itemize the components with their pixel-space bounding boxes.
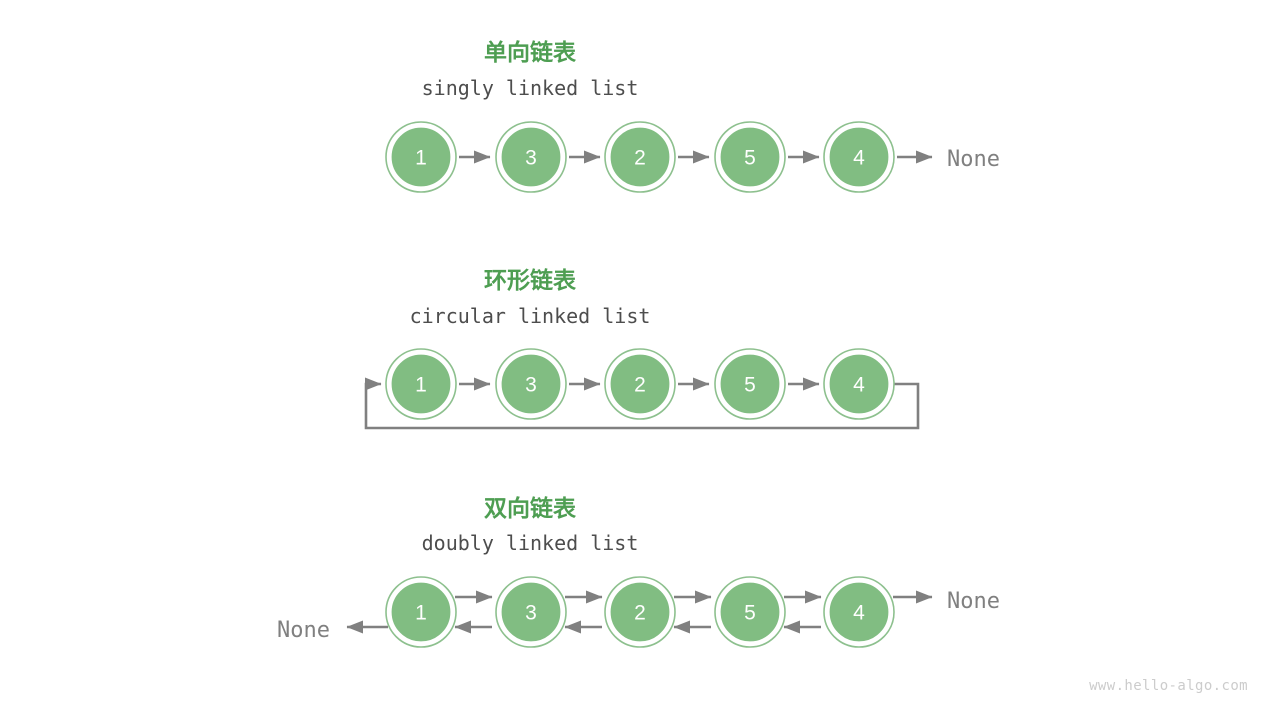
watermark: www.hello-algo.com [1089,678,1248,694]
node-value: 5 [744,147,756,170]
section-title-cn-singly: 单向链表 [484,39,577,66]
node-value: 4 [853,147,865,170]
node: 5 [714,348,786,420]
node: 4 [823,348,895,420]
section-circular: 环形链表 circular linked list 1 3 2 [364,267,920,430]
node: 4 [823,576,895,648]
section-title-cn-circular: 环形链表 [484,267,577,294]
node: 4 [823,121,895,193]
node-value: 5 [744,374,756,397]
node-value: 4 [853,374,865,397]
section-title-en-doubly: doubly linked list [422,531,639,555]
node: 1 [385,576,457,648]
head-none-label: None [277,618,330,643]
node: 2 [604,121,676,193]
node-value: 1 [415,602,427,625]
node: 5 [714,576,786,648]
node-value: 4 [853,602,865,625]
node-value: 2 [634,602,646,625]
circular-loop-arrow [364,377,920,430]
node-value: 2 [634,374,646,397]
tail-none-label: None [947,147,1000,172]
node: 5 [714,121,786,193]
node: 3 [495,121,567,193]
section-doubly: 双向链表 doubly linked list 1 3 [277,495,1000,648]
node-value: 1 [415,147,427,170]
node-value: 5 [744,602,756,625]
section-singly: 单向链表 singly linked list 1 3 2 [385,39,1000,193]
node-value: 2 [634,147,646,170]
node-value: 1 [415,374,427,397]
section-title-cn-doubly: 双向链表 [484,495,577,522]
tail-none-label: None [947,589,1000,614]
node: 1 [385,121,457,193]
node: 3 [495,348,567,420]
node-value: 3 [525,374,537,397]
node: 1 [385,348,457,420]
node-value: 3 [525,602,537,625]
node: 2 [604,576,676,648]
node: 3 [495,576,567,648]
node-value: 3 [525,147,537,170]
section-title-en-singly: singly linked list [422,76,639,100]
section-title-en-circular: circular linked list [410,304,651,328]
node: 2 [604,348,676,420]
